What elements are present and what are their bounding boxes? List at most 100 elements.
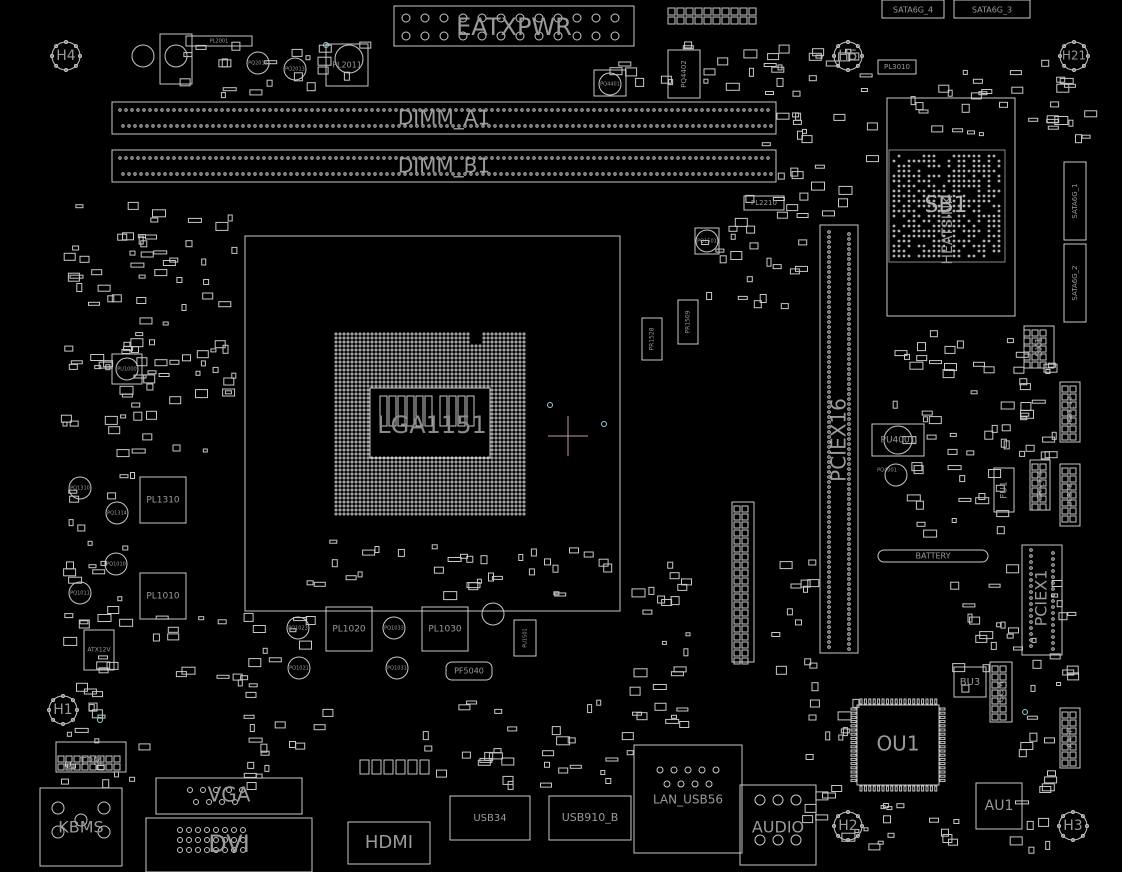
header-pin	[741, 585, 749, 593]
pcie-pin	[847, 282, 851, 286]
qfp-pad	[885, 698, 889, 705]
header-pin	[89, 763, 97, 771]
qfp-pad	[868, 785, 872, 792]
mounting-via	[47, 708, 51, 712]
dimm-pin	[337, 124, 341, 128]
cpu-land	[350, 356, 354, 360]
smd-footprint	[123, 346, 134, 352]
cpu-land	[462, 508, 466, 512]
cpu-land	[350, 432, 354, 436]
cpu-land	[374, 472, 378, 476]
cpu-land	[338, 464, 342, 468]
sb-ball	[997, 209, 1001, 213]
cpu-land	[498, 492, 502, 496]
pcie-pin	[827, 345, 831, 349]
cpu-land	[342, 484, 346, 488]
dimm-pin	[259, 124, 263, 128]
smd-footprint	[114, 771, 119, 778]
pcie-pin	[847, 367, 851, 371]
cpu-land	[478, 464, 482, 468]
dimm-pin	[730, 108, 734, 112]
dimm-pin	[130, 108, 134, 112]
dimm-pin	[154, 156, 158, 160]
cpu-land	[510, 456, 514, 460]
pu4001-choke	[871, 423, 925, 457]
smd-footprint	[502, 775, 514, 785]
cpu-land	[378, 376, 382, 380]
sb-ball	[902, 254, 906, 258]
dimm-pin	[523, 124, 527, 128]
cpu-land	[502, 424, 506, 428]
cpu-land	[506, 356, 510, 360]
pcie-pin	[847, 372, 851, 376]
sb-ball	[902, 204, 906, 208]
cpu-land	[422, 456, 426, 460]
cpu-land	[522, 456, 526, 460]
cpu-land	[378, 348, 382, 352]
mounting-via	[832, 54, 836, 58]
dimm-pin	[544, 108, 548, 112]
cpu-land	[362, 512, 366, 516]
dimm-pin	[148, 156, 152, 160]
dimm-pin	[325, 172, 329, 176]
cpu-land	[398, 384, 402, 388]
header-pin	[733, 577, 741, 585]
cpu-land	[438, 476, 442, 480]
dimm-pin	[253, 124, 257, 128]
sb-ball	[932, 254, 936, 258]
smd-footprint	[90, 354, 105, 361]
smd-footprint	[648, 586, 655, 595]
cpu-land	[514, 508, 518, 512]
cpu-land	[342, 356, 346, 360]
hdmi-part	[407, 759, 418, 775]
cpu-land	[346, 412, 350, 416]
cpu-land	[462, 364, 466, 368]
smd-footprint	[357, 571, 363, 578]
smd-footprint	[812, 48, 825, 57]
dimm-pin	[586, 156, 590, 160]
pcie-pin	[847, 622, 851, 626]
sb-ball	[922, 219, 926, 223]
sb-ball	[962, 169, 966, 173]
cpu-land	[358, 460, 362, 464]
cpu-land	[466, 352, 470, 356]
cpu-land	[514, 364, 518, 368]
cpu-land	[402, 480, 406, 484]
cpu-land	[402, 356, 406, 360]
cpu-land	[446, 512, 450, 516]
usb3-header	[1059, 381, 1081, 443]
sb-ball	[932, 159, 936, 163]
smd-footprint	[468, 582, 479, 591]
smd-footprint	[1030, 684, 1036, 692]
sb-ball	[932, 189, 936, 193]
mounting-via	[860, 54, 864, 58]
cpu-land	[354, 404, 358, 408]
cpu-land	[470, 456, 474, 460]
pcie-pin	[827, 295, 831, 299]
cpu-land	[514, 396, 518, 400]
smd-footprint	[246, 782, 257, 790]
cpu-land	[382, 332, 386, 336]
cpu-land	[402, 504, 406, 508]
header-pin	[999, 697, 1007, 705]
smd-footprint	[952, 663, 966, 673]
sb-ball	[977, 209, 981, 213]
dimm-pin	[688, 156, 692, 160]
dimm-pin	[427, 124, 431, 128]
smd-footprint	[182, 354, 191, 362]
cpu-land	[434, 344, 438, 348]
header-pin	[733, 521, 741, 529]
pcie-pin	[827, 475, 831, 479]
cpu-land	[362, 344, 366, 348]
cpu-land	[498, 464, 502, 468]
smd-footprint	[67, 272, 80, 282]
cpu-land	[334, 476, 338, 480]
sb-ball	[917, 229, 921, 233]
cpu-land	[442, 512, 446, 516]
round-footprint	[164, 44, 188, 68]
sb-ball	[892, 254, 896, 258]
cpu-land	[486, 336, 490, 340]
cpu-land	[358, 364, 362, 368]
sb-ball	[932, 204, 936, 208]
cpu-land	[346, 452, 350, 456]
